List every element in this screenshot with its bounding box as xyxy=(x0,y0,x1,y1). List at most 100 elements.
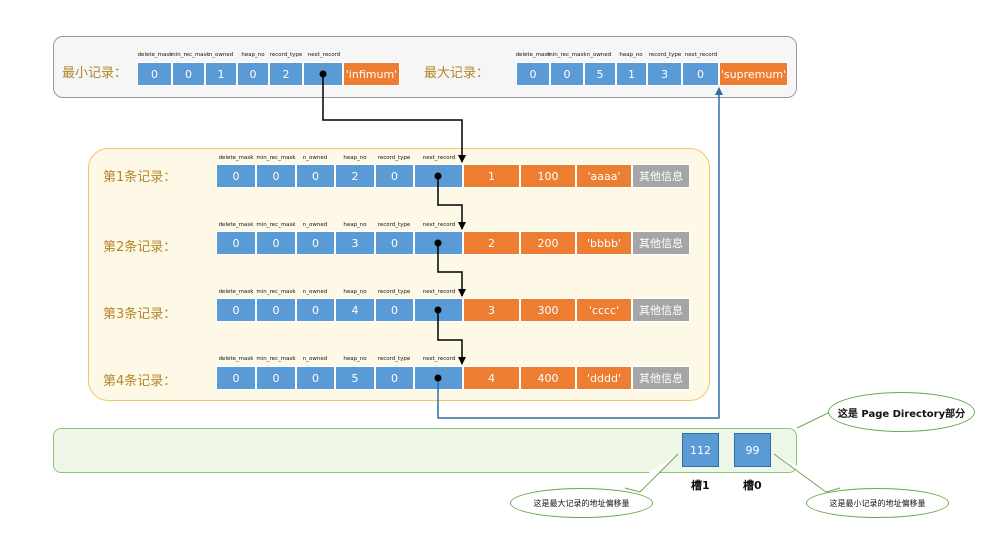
slot-0-name: 槽0 xyxy=(743,479,762,492)
infimum-heap-no: 0 xyxy=(237,62,269,86)
record-3-label: 第3条记录： xyxy=(103,307,177,322)
field-header: n_owned xyxy=(302,155,328,161)
user-records-panel xyxy=(88,148,710,401)
record-4-heap-no: 5 xyxy=(335,366,375,390)
slot-1-name: 槽1 xyxy=(691,479,710,492)
infimum-pointer-dot xyxy=(319,70,327,78)
record-3-other-info: 其他信息 xyxy=(632,298,690,322)
field-header: n_owned xyxy=(302,222,328,228)
record-1-n-owned: 0 xyxy=(296,164,335,188)
field-header: delete_mask xyxy=(515,52,551,58)
field-header: next_record xyxy=(422,356,456,362)
field-header: min_rec_mask xyxy=(256,222,296,228)
record-2-n-owned: 0 xyxy=(296,231,335,255)
supremum-record-type: 3 xyxy=(647,62,682,86)
record-3-n-owned: 0 xyxy=(296,298,335,322)
record-1-other-info: 其他信息 xyxy=(632,164,690,188)
field-header: record_type xyxy=(377,155,411,161)
field-header: delete_mask xyxy=(218,222,254,228)
record-2-pointer-dot xyxy=(434,239,442,247)
field-header: heap_no xyxy=(343,222,367,228)
record-3-heap-no: 4 xyxy=(335,298,375,322)
supremum-label: 最大记录： xyxy=(424,66,490,81)
page-directory-callout: 这是 Page Directory部分 xyxy=(828,392,975,432)
record-1-label: 第1条记录： xyxy=(103,170,177,185)
slot-0: 99 xyxy=(734,433,771,467)
field-header: delete_mask xyxy=(218,155,254,161)
record-2-next-pointer xyxy=(437,243,466,297)
field-header: next_record xyxy=(422,222,456,228)
record-2-heap-no: 3 xyxy=(335,231,375,255)
record-1-heap-no: 2 xyxy=(335,164,375,188)
record-4-n-owned: 0 xyxy=(296,366,335,390)
record-3-value: 300 xyxy=(520,298,576,322)
record-3-record-type: 0 xyxy=(375,298,414,322)
field-header: n_owned xyxy=(302,356,328,362)
record-1-delete-mask: 0 xyxy=(216,164,256,188)
record-1-next-pointer xyxy=(437,176,466,230)
record-4-label: 第4条记录： xyxy=(103,374,177,389)
field-header: delete_mask xyxy=(137,52,173,58)
supremum-heap-no: 1 xyxy=(616,62,647,86)
field-header: heap_no xyxy=(343,155,367,161)
field-header: record_type xyxy=(377,356,411,362)
record-4-delete-mask: 0 xyxy=(216,366,256,390)
record-4-text: 'dddd' xyxy=(576,366,632,390)
record-4-next-pointer xyxy=(437,87,723,419)
field-header: next_record xyxy=(422,155,456,161)
infimum-delete-mask: 0 xyxy=(137,62,172,86)
record-3-next-pointer xyxy=(437,310,466,365)
record-2-other-info: 其他信息 xyxy=(632,231,690,255)
infimum-min-rec-mask: 0 xyxy=(172,62,205,86)
record-4-record-type: 0 xyxy=(375,366,414,390)
infimum-next-pointer xyxy=(322,74,466,163)
supremum-next-record: 0 xyxy=(682,62,719,86)
record-2-record-type: 0 xyxy=(375,231,414,255)
field-header: heap_no xyxy=(343,289,367,295)
infimum-label: 最小记录： xyxy=(62,66,128,81)
infimum-data: 'infimum' xyxy=(343,62,400,86)
field-header: min_rec_mask xyxy=(256,155,296,161)
record-4-pointer-dot xyxy=(434,374,442,382)
field-header: min_rec_mask xyxy=(256,356,296,362)
field-header: min_rec_mask xyxy=(256,289,296,295)
record-2-min-rec-mask: 0 xyxy=(256,231,296,255)
field-header: heap_no xyxy=(343,356,367,362)
field-header: record_type xyxy=(269,52,303,58)
supremum-min-rec-mask: 0 xyxy=(550,62,584,86)
infimum-n-owned: 1 xyxy=(205,62,237,86)
record-4-value: 400 xyxy=(520,366,576,390)
slot-1: 112 xyxy=(682,433,719,467)
record-3-pointer-dot xyxy=(434,306,442,314)
record-3-delete-mask: 0 xyxy=(216,298,256,322)
record-3-id: 3 xyxy=(463,298,520,322)
record-1-id: 1 xyxy=(463,164,520,188)
record-3-min-rec-mask: 0 xyxy=(256,298,296,322)
record-2-label: 第2条记录： xyxy=(103,240,177,255)
record-4-id: 4 xyxy=(463,366,520,390)
field-header: delete_mask xyxy=(218,289,254,295)
slot-1-callout: 这是最大记录的地址偏移量 xyxy=(510,488,653,518)
slot-1-callout-tail xyxy=(624,453,679,493)
record-4-min-rec-mask: 0 xyxy=(256,366,296,390)
record-1-text: 'aaaa' xyxy=(576,164,632,188)
record-1-value: 100 xyxy=(520,164,576,188)
record-1-record-type: 0 xyxy=(375,164,414,188)
slot-0-callout: 这是最小记录的地址偏移量 xyxy=(806,488,949,518)
record-4-other-info: 其他信息 xyxy=(632,366,690,390)
record-3-text: 'cccc' xyxy=(576,298,632,322)
record-1-min-rec-mask: 0 xyxy=(256,164,296,188)
field-header: n_owned xyxy=(586,52,612,58)
field-header: min_rec_mask xyxy=(547,52,587,58)
record-2-delete-mask: 0 xyxy=(216,231,256,255)
field-header: record_type xyxy=(377,289,411,295)
record-2-value: 200 xyxy=(520,231,576,255)
field-header: next_record xyxy=(684,52,718,58)
field-header: heap_no xyxy=(241,52,265,58)
slot-0-callout-tail xyxy=(773,453,841,493)
field-header: n_owned xyxy=(302,289,328,295)
supremum-n-owned: 5 xyxy=(584,62,616,86)
supremum-delete-mask: 0 xyxy=(516,62,550,86)
record-1-pointer-dot xyxy=(434,172,442,180)
